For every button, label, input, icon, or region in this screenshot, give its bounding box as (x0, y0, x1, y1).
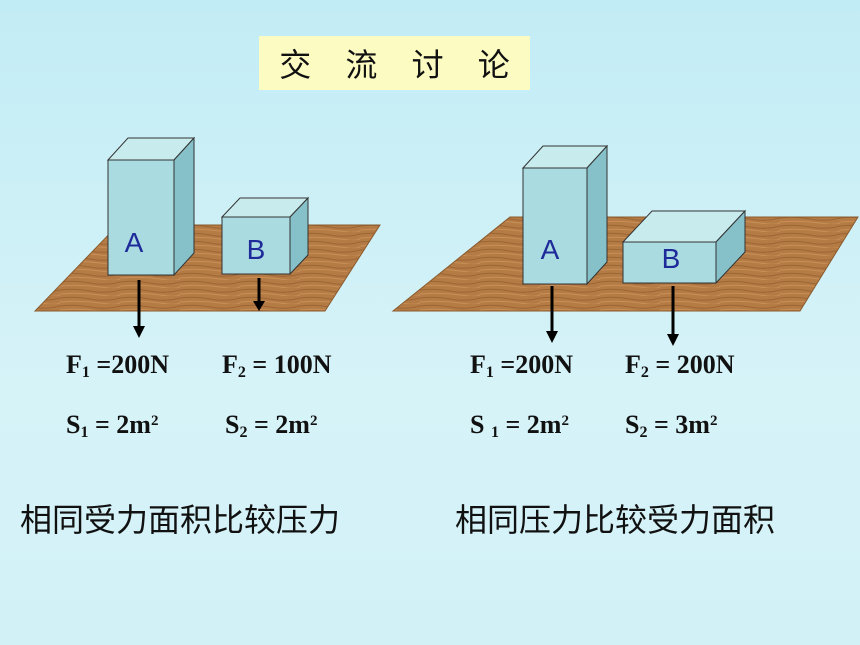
left-caption: 相同受力面积比较压力 (20, 501, 341, 539)
left-force-1: F1 =200N (66, 350, 169, 381)
right-block-a (521, 144, 609, 286)
right-arrow-f2 (667, 286, 679, 346)
left-arrow-f2 (253, 278, 265, 311)
left-block-b (220, 196, 310, 276)
left-area-1: S1 = 2m2 (66, 410, 159, 441)
left-block-a (106, 136, 196, 277)
right-force-2: F2 = 200N (625, 350, 735, 381)
right-force-1: F1 =200N (470, 350, 573, 381)
right-area-1: S 1 = 2m2 (470, 410, 569, 441)
left-arrow-f1 (133, 280, 145, 338)
right-area-2: S2 = 3m2 (625, 410, 718, 441)
left-wooden-board (33, 224, 381, 312)
left-block-a-label: A (125, 227, 144, 258)
right-caption: 相同压力比较受力面积 (455, 501, 776, 539)
right-block-b-label: B (662, 243, 681, 274)
title-box: 交 流 讨 论 (259, 36, 530, 90)
right-block-a-label: A (541, 234, 560, 265)
left-area-2: S2 = 2m2 (225, 410, 318, 441)
left-force-2: F2 = 100N (222, 350, 332, 381)
page-title: 交 流 讨 论 (279, 46, 522, 84)
left-block-b-label: B (247, 234, 266, 265)
right-block-b (621, 209, 747, 285)
right-arrow-f1 (546, 286, 558, 343)
